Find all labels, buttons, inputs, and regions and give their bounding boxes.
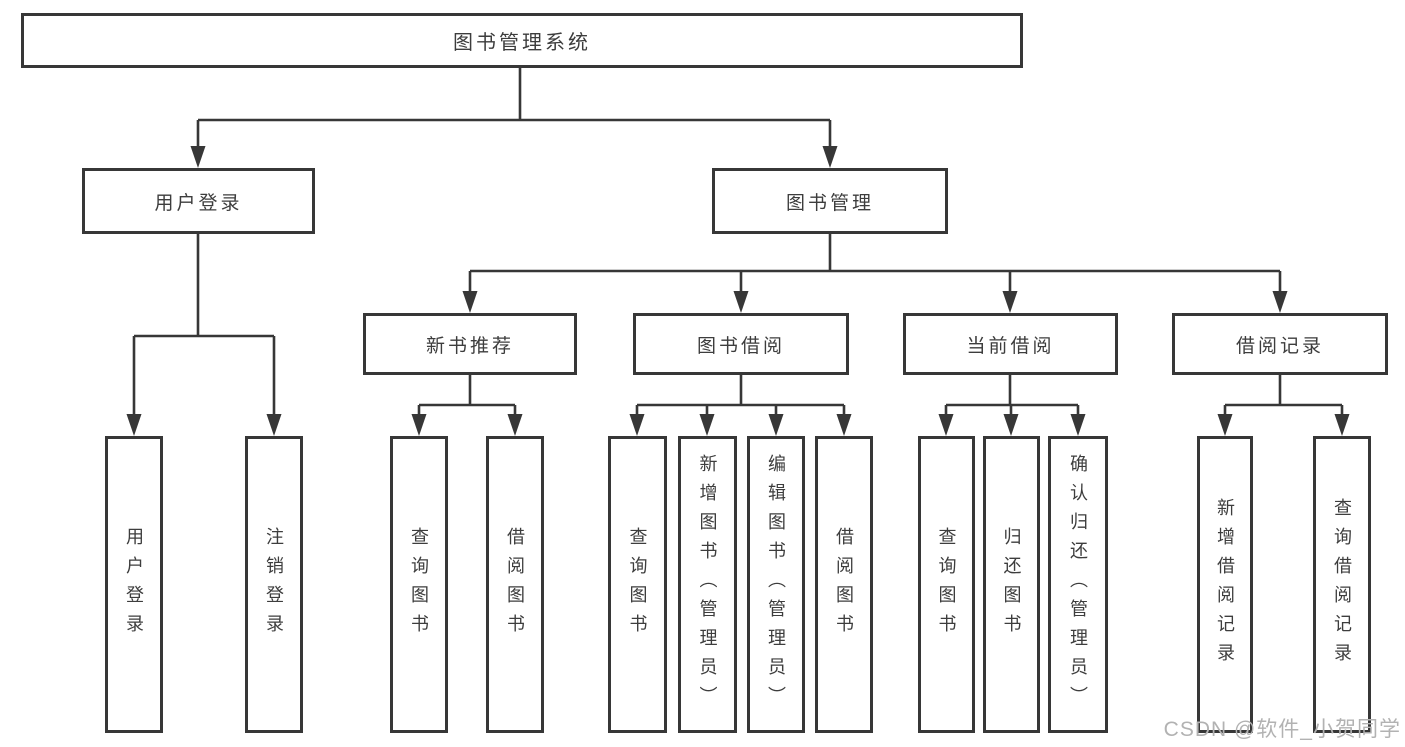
leaf-records-query-record: 查询借阅记录 — [1313, 436, 1371, 733]
node-book-borrowing-label: 图书借阅 — [696, 335, 785, 357]
node-book-management: 图书管理 — [712, 168, 948, 234]
leaf-user-login-label: 用户登录 — [124, 526, 144, 643]
node-borrowing-records-label: 借阅记录 — [1235, 335, 1324, 357]
leaf-borrowing-add-books: 新增图书（管理员） — [678, 436, 737, 733]
leaf-borrowing-add-books-label: 新增图书（管理员） — [697, 454, 718, 715]
leaf-rec-query-books-label: 查询图书 — [409, 526, 429, 643]
node-current-borrowing-label: 当前借阅 — [966, 335, 1055, 357]
node-root-label: 图书管理系统 — [453, 32, 591, 54]
leaf-rec-borrow-books-label: 借阅图书 — [505, 526, 525, 643]
leaf-current-confirm-return-label: 确认归还（管理员） — [1068, 454, 1088, 715]
leaf-borrowing-query-books-label: 查询图书 — [627, 526, 648, 643]
leaf-records-add-record: 新增借阅记录 — [1197, 436, 1253, 733]
node-borrowing-records: 借阅记录 — [1172, 313, 1388, 375]
node-current-borrowing: 当前借阅 — [903, 313, 1118, 375]
leaf-logout: 注销登录 — [245, 436, 303, 733]
node-book-borrowing: 图书借阅 — [633, 313, 849, 375]
leaf-logout-label: 注销登录 — [264, 526, 284, 643]
leaf-borrowing-borrow-books: 借阅图书 — [815, 436, 873, 733]
leaf-current-confirm-return: 确认归还（管理员） — [1048, 436, 1108, 733]
node-user-login-label: 用户登录 — [154, 192, 243, 214]
leaf-records-add-record-label: 新增借阅记录 — [1215, 497, 1235, 672]
node-root: 图书管理系统 — [21, 13, 1023, 68]
node-book-management-label: 图书管理 — [785, 192, 874, 214]
leaf-current-return-books-label: 归还图书 — [1001, 526, 1022, 643]
leaf-borrowing-edit-books-label: 编辑图书（管理员） — [766, 454, 786, 715]
leaf-records-query-record-label: 查询借阅记录 — [1332, 497, 1352, 672]
node-new-book-recommend: 新书推荐 — [363, 313, 577, 375]
leaf-current-query-books-label: 查询图书 — [936, 526, 957, 643]
node-user-login: 用户登录 — [82, 168, 315, 234]
node-new-book-recommend-label: 新书推荐 — [425, 335, 514, 357]
leaf-current-return-books: 归还图书 — [983, 436, 1040, 733]
leaf-borrowing-borrow-books-label: 借阅图书 — [834, 526, 854, 643]
leaf-rec-query-books: 查询图书 — [390, 436, 448, 733]
watermark: CSDN @软件_小贺同学 — [1163, 718, 1401, 741]
leaf-user-login: 用户登录 — [105, 436, 163, 733]
leaf-borrowing-query-books: 查询图书 — [608, 436, 667, 733]
leaf-rec-borrow-books: 借阅图书 — [486, 436, 544, 733]
leaf-current-query-books: 查询图书 — [918, 436, 975, 733]
leaf-borrowing-edit-books: 编辑图书（管理员） — [747, 436, 805, 733]
